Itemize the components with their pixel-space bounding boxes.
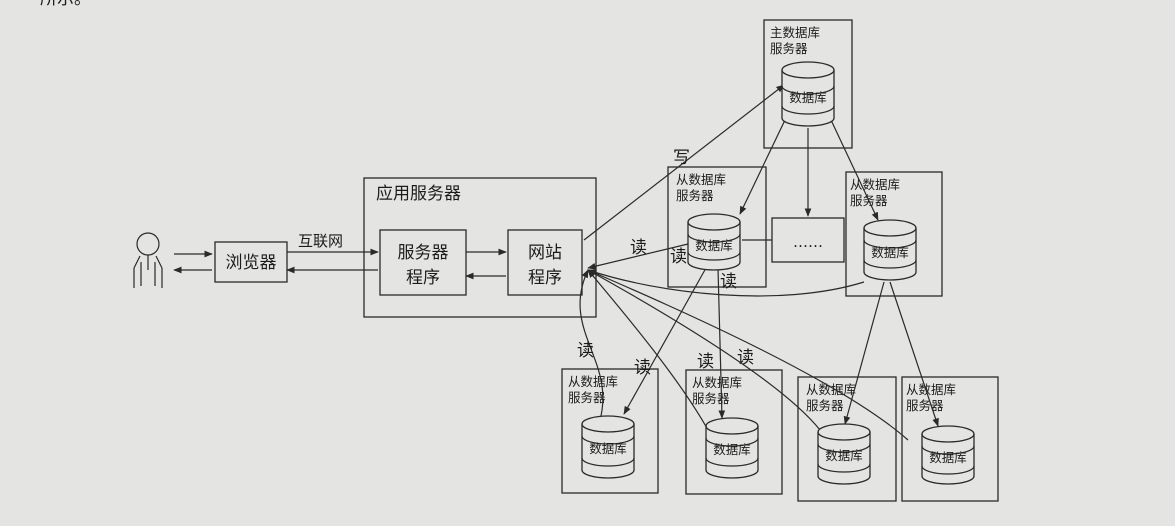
slave-db-server-box-6 — [901, 376, 999, 502]
slave-db-server-4-label-2: 服务器 — [692, 391, 730, 406]
slave-database-5-label: 数据库 — [825, 448, 863, 463]
app-server-box — [363, 177, 597, 318]
app-server-label: 应用服务器 — [376, 184, 461, 204]
write-label: 写 — [673, 148, 690, 168]
replication-arrow-6 — [717, 267, 726, 419]
slave-db-server-5-label-2: 服务器 — [806, 398, 844, 413]
slave-db-server-2-label-1: 从数据库 — [850, 177, 900, 192]
slave-db-server-3-label-1: 从数据库 — [568, 374, 618, 389]
ellipsis-label: …… — [793, 233, 823, 251]
slave-db-server-box-3 — [561, 368, 659, 494]
read-label-5: 读 — [634, 358, 651, 378]
slave-database-cylinder-5: 数据库 — [817, 423, 871, 485]
server-program-label-1: 服务器 — [398, 243, 449, 263]
read-arrow-slave5 — [587, 269, 821, 431]
server-program-label-2: 程序 — [406, 268, 440, 288]
browser-box — [214, 241, 288, 283]
slave-database-cylinder-1: 数据库 — [687, 213, 741, 271]
slave-database-2-label: 数据库 — [871, 245, 909, 260]
slave-database-cylinder-6: 数据库 — [921, 425, 975, 485]
master-db-server-label-2: 服务器 — [770, 41, 808, 56]
internet-label: 互联网 — [298, 232, 343, 250]
website-program-box — [507, 229, 583, 296]
write-arrow — [583, 84, 785, 241]
read-label-6: 读 — [697, 352, 714, 372]
user-icon — [133, 232, 163, 288]
replication-arrow-1 — [739, 119, 786, 215]
replication-arrow-4 — [843, 281, 885, 425]
slave-db-server-6-label-1: 从数据库 — [906, 382, 956, 397]
slave-db-server-box-5 — [797, 376, 897, 502]
read-arrow-slave3 — [579, 269, 604, 421]
slave-database-6-label: 数据库 — [929, 450, 967, 465]
slave-db-server-box-2 — [845, 171, 943, 297]
read-label-7: 读 — [737, 348, 754, 368]
replication-arrow-3 — [830, 119, 879, 221]
replication-arrow-5 — [889, 281, 939, 427]
master-database-label: 数据库 — [789, 90, 827, 105]
slave-db-server-box-4 — [685, 369, 783, 495]
read-label-3: 读 — [720, 272, 737, 292]
slave-db-server-4-label-1: 从数据库 — [692, 375, 742, 390]
slave-database-cylinder-4: 数据库 — [705, 417, 759, 479]
master-db-server-label-1: 主数据库 — [770, 25, 820, 40]
read-arrow-slave4 — [587, 269, 709, 431]
master-database-cylinder: 数据库 — [781, 61, 835, 127]
read-label-2: 读 — [670, 247, 687, 267]
read-arrow-slave1 — [587, 243, 689, 270]
website-program-label-2: 程序 — [528, 268, 562, 288]
read-label-4: 读 — [577, 341, 594, 361]
read-arrow-slave6 — [587, 269, 909, 441]
website-program-label-1: 网站 — [528, 243, 562, 263]
slave-database-1-label: 数据库 — [695, 238, 733, 253]
slave-db-server-5-label-1: 从数据库 — [806, 382, 856, 397]
slave-database-3-label: 数据库 — [589, 441, 627, 456]
header-fragment: 所示。 — [40, 0, 91, 9]
read-label-1: 读 — [630, 238, 647, 258]
server-program-box — [379, 229, 467, 296]
browser-label: 浏览器 — [226, 253, 277, 273]
read-arrow-slave2 — [587, 269, 865, 297]
slave-db-server-6-label-2: 服务器 — [906, 398, 944, 413]
slave-database-cylinder-3: 数据库 — [581, 415, 635, 479]
slave-database-cylinder-2: 数据库 — [863, 219, 917, 281]
slave-db-server-3-label-2: 服务器 — [568, 390, 606, 405]
slave-db-server-box-1 — [667, 166, 767, 288]
slave-database-4-label: 数据库 — [713, 442, 751, 457]
slave-db-server-1-label-2: 服务器 — [676, 188, 714, 203]
slave-db-server-1-label-1: 从数据库 — [676, 172, 726, 187]
